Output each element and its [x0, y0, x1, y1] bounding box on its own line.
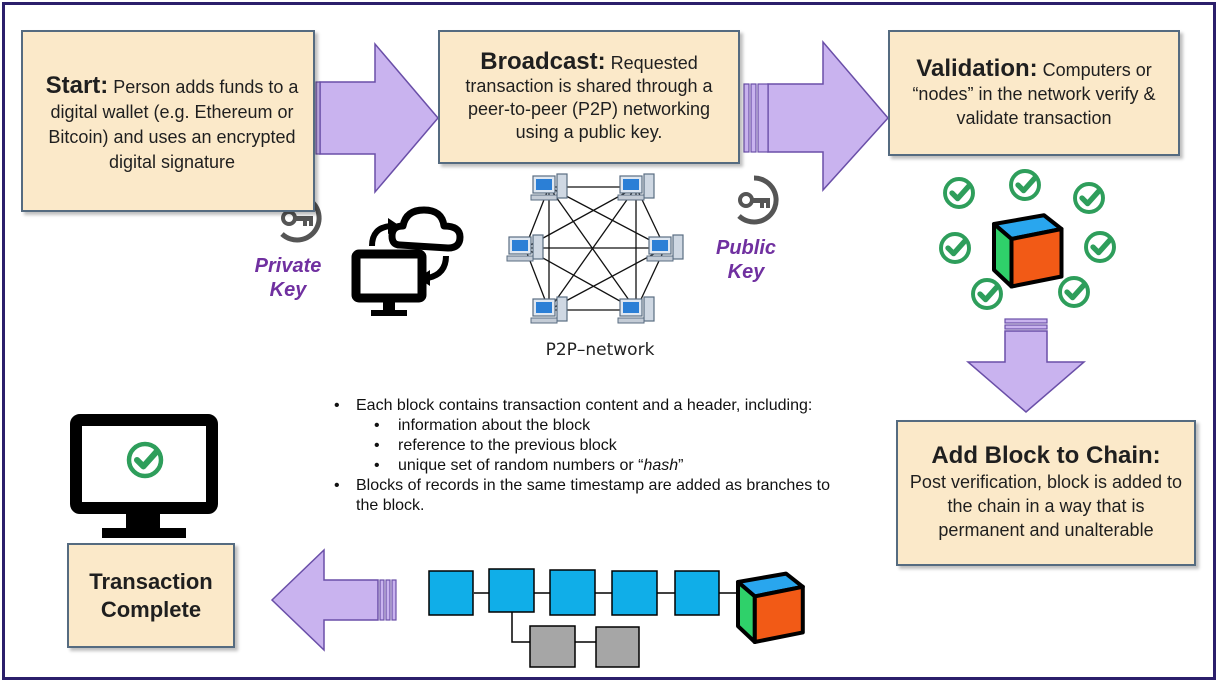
checkmark-icon	[939, 232, 971, 264]
step-add-block-box: Add Block to Chain: Post verification, bl…	[896, 420, 1196, 566]
note-bullet: Each block contains transaction content …	[334, 396, 854, 476]
key-icon	[737, 175, 779, 225]
checkmark-icon	[1084, 231, 1116, 263]
step-broadcast-title: Broadcast:	[480, 48, 606, 75]
chain-block	[428, 570, 474, 616]
p2p-network-icon	[524, 186, 666, 311]
step-complete-line2: Complete	[100, 596, 202, 622]
step-start-title: Start:	[45, 72, 109, 99]
network-node-computer	[506, 234, 544, 262]
step-complete-line1: Transaction	[89, 568, 213, 594]
arrow-chain-to-complete	[270, 548, 397, 652]
note-sub3-suffix: ”	[678, 457, 684, 474]
cube-block-icon	[736, 571, 805, 644]
block-notes: Each block contains transaction content …	[334, 396, 854, 516]
public-key-label-line2: Key	[727, 261, 765, 283]
cube-block-icon	[992, 213, 1064, 289]
block-chain	[428, 568, 740, 668]
computer-cloud-sync-icon	[351, 206, 464, 316]
step-validation-text: Computers or “nodes” in the network veri…	[912, 59, 1156, 128]
network-node-computer	[646, 234, 684, 262]
step-start-box: Start: Person adds funds to a digital wa…	[21, 30, 315, 212]
checkmark-icon	[943, 177, 975, 209]
network-node-computer	[530, 296, 568, 324]
private-key-label-line1: Private	[254, 255, 322, 277]
network-node-computer	[617, 173, 655, 201]
step-validation-box: Validation: Computers or “nodes” in the …	[888, 30, 1180, 156]
step-start-text: Person adds funds to a digital wallet (e…	[48, 77, 299, 172]
step-add-block-title: Add Block to Chain:	[931, 442, 1161, 469]
checkmark-icon	[126, 441, 164, 479]
p2p-network-caption: P2P–network	[545, 340, 655, 360]
step-validation-title: Validation:	[916, 54, 1038, 82]
chain-block	[488, 568, 535, 613]
note-sub3-prefix: unique set of random numbers or “	[398, 457, 644, 474]
checkmark-icon	[1073, 182, 1105, 214]
checkmark-icon	[126, 441, 164, 479]
chain-block	[549, 569, 596, 616]
branch-block	[595, 626, 640, 668]
step-broadcast-text: Requested transaction is shared through …	[465, 53, 713, 142]
public-key-label: Public Key	[706, 236, 786, 284]
network-node-computer	[530, 173, 568, 201]
arrow-broadcast-to-validation	[743, 39, 889, 192]
note-sub-bullet: reference to the previous block	[374, 436, 854, 456]
checkmark-icon	[971, 278, 1003, 310]
public-key-label-line1: Public	[715, 237, 776, 259]
chain-block	[674, 570, 720, 616]
arrow-start-to-broadcast	[308, 41, 439, 195]
arrow-validation-to-add-block	[965, 318, 1087, 413]
private-key-label-line2: Key	[269, 279, 307, 301]
step-broadcast-box: Broadcast: Requested transaction is shar…	[438, 30, 740, 164]
monitor-check-icon	[70, 414, 218, 538]
branch-block	[529, 625, 576, 668]
checkmark-icon	[1009, 169, 1041, 201]
validation-checks	[939, 169, 1116, 310]
checkmark-icon	[1058, 276, 1090, 308]
note-sub3-hash: hash	[643, 457, 679, 474]
note-sub-bullet: information about the block	[374, 416, 854, 436]
step-add-block-text: Post verification, block is added to the…	[909, 472, 1183, 540]
note-sub-bullet: unique set of random numbers or “hash”	[374, 456, 854, 476]
note-bullet: Blocks of records in the same timestamp …	[334, 476, 854, 516]
network-node-computer	[617, 296, 655, 324]
chain-block	[611, 570, 658, 616]
note-bullet-text: Each block contains transaction content …	[356, 397, 813, 414]
p2p-nodes	[506, 173, 684, 324]
private-key-label: Private Key	[248, 254, 328, 302]
